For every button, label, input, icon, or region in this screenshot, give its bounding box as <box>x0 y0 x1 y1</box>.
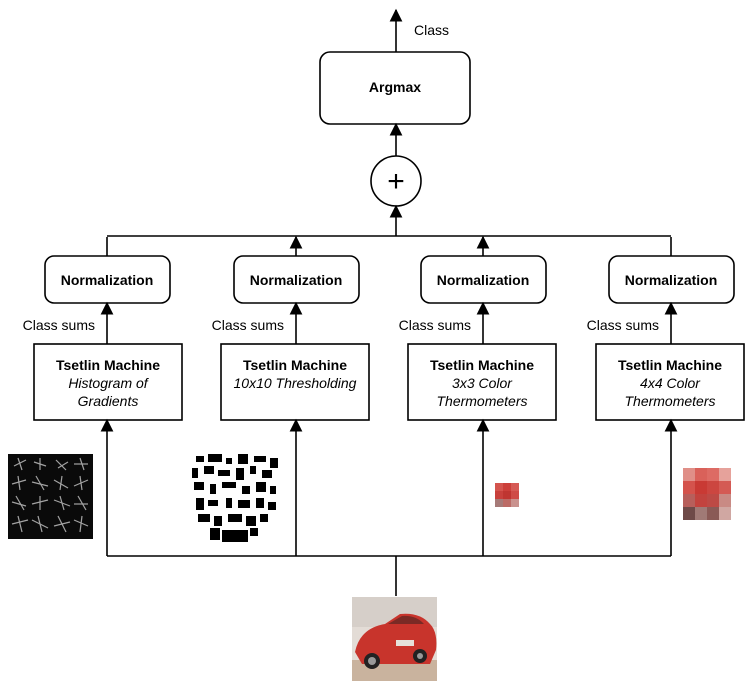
tsetlin-machine-title-3: Tsetlin Machine <box>430 357 534 373</box>
3x3-color-thumbnail <box>495 483 519 507</box>
class-sums-label-3: Class sums <box>399 317 471 333</box>
tsetlin-machine-title-1: Tsetlin Machine <box>56 357 160 373</box>
normalization-label-1: Normalization <box>61 272 154 288</box>
tsetlin-machine-box-1 <box>33 343 183 421</box>
thresholded-binary-image <box>190 453 282 543</box>
normalization-label-3: Normalization <box>437 272 530 288</box>
tsetlin-machine-subtitle-4a: 4x4 Color <box>640 375 701 391</box>
argmax-label: Argmax <box>369 79 421 95</box>
red-car-photo <box>352 597 437 681</box>
class-sums-label-4: Class sums <box>587 317 659 333</box>
tsetlin-machine-box-2 <box>220 343 370 421</box>
tsetlin-machine-title-2: Tsetlin Machine <box>243 357 347 373</box>
hog-feature-image <box>8 454 93 539</box>
normalization-label-4: Normalization <box>625 272 718 288</box>
class-sums-label-2: Class sums <box>212 317 284 333</box>
tsetlin-machine-title-4: Tsetlin Machine <box>618 357 722 373</box>
tsetlin-machine-subtitle-3a: 3x3 Color <box>452 375 513 391</box>
sum-symbol: + <box>387 165 405 198</box>
tsetlin-machine-subtitle-1a: Histogram of <box>68 375 149 391</box>
normalization-label-2: Normalization <box>250 272 343 288</box>
tsetlin-machine-subtitle-1b: Gradients <box>78 393 139 409</box>
tsetlin-machine-subtitle-4b: Thermometers <box>624 393 715 409</box>
tsetlin-machine-box-4 <box>595 343 745 421</box>
class-sums-label-1: Class sums <box>23 317 95 333</box>
tsetlin-machine-subtitle-2a: 10x10 Thresholding <box>234 375 357 391</box>
tsetlin-machine-subtitle-3b: Thermometers <box>436 393 527 409</box>
4x4-color-thumbnail <box>683 468 731 520</box>
output-class-label: Class <box>414 22 449 38</box>
